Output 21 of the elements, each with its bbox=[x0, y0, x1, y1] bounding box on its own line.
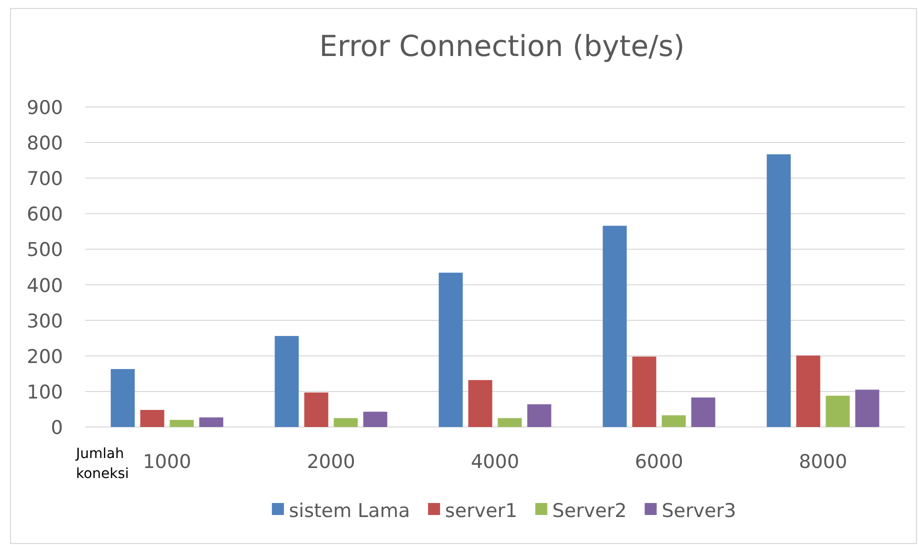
x-tick-label: 1000 bbox=[142, 451, 192, 473]
y-tick-label: 900 bbox=[26, 97, 63, 119]
y-tick-label: 300 bbox=[26, 310, 63, 332]
x-axis-title: Jumlah koneksi bbox=[76, 445, 130, 484]
legend-label: Server3 bbox=[662, 500, 736, 522]
y-tick-label: 500 bbox=[26, 239, 63, 262]
x-tick-label: 4000 bbox=[470, 451, 520, 473]
legend-label: sistem Lama bbox=[288, 500, 410, 522]
y-tick-label: 400 bbox=[26, 274, 63, 297]
y-tick-label: 0 bbox=[50, 417, 63, 439]
legend-label: server1 bbox=[445, 500, 518, 522]
chart-title: Error Connection (byte/s) bbox=[319, 29, 685, 63]
y-tick-label: 100 bbox=[26, 381, 63, 404]
y-tick-label: 200 bbox=[26, 346, 63, 368]
y-tick-label: 800 bbox=[26, 132, 63, 155]
x-tick-label: 6000 bbox=[634, 451, 684, 473]
x-tick-label: 8000 bbox=[798, 451, 848, 473]
x-tick-label: 2000 bbox=[306, 451, 356, 473]
legend-label: Server2 bbox=[552, 500, 627, 522]
y-tick-label: 700 bbox=[26, 168, 63, 190]
y-tick-label: 600 bbox=[26, 204, 63, 226]
